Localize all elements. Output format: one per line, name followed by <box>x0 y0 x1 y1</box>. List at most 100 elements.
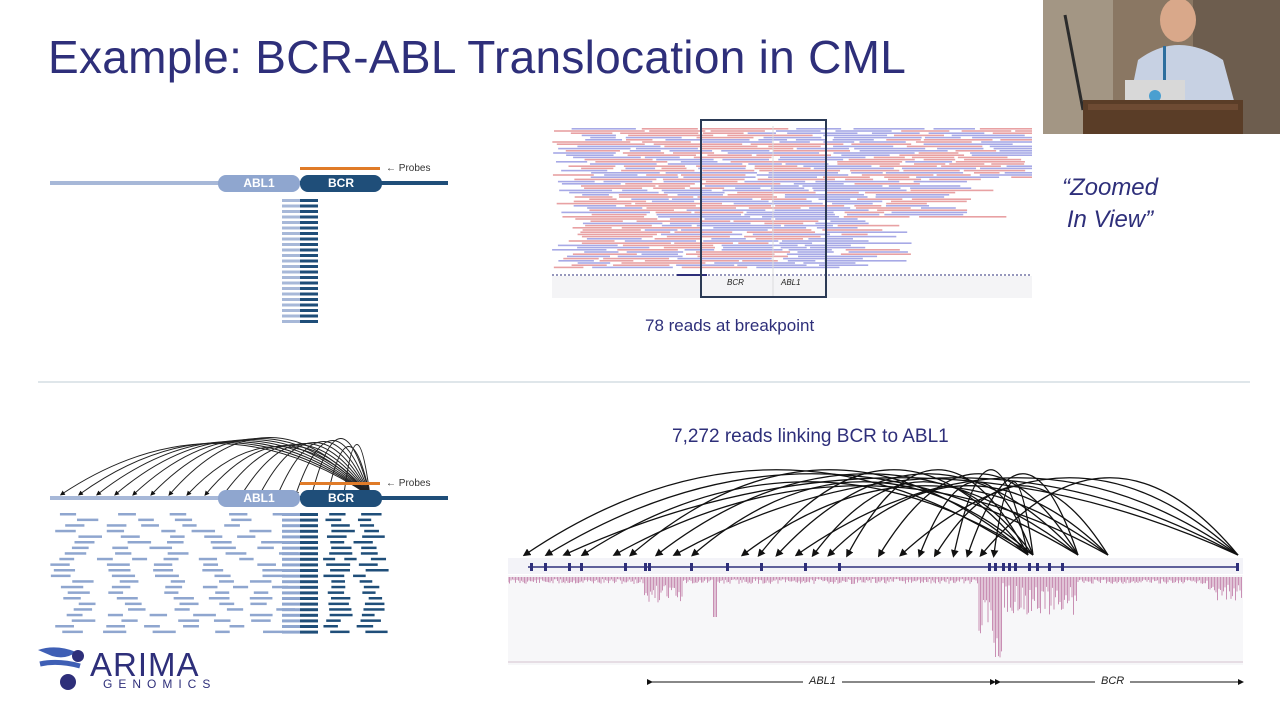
igv-read <box>577 246 650 249</box>
bottom-gene-bcr: BCR <box>300 490 382 507</box>
top-schematic: ABL1 BCR ← Probes <box>50 160 450 325</box>
igv-read <box>735 187 761 189</box>
schematic-read-bcr <box>300 210 318 213</box>
schematic-read-abl1 <box>106 625 126 628</box>
exon-block <box>544 563 547 571</box>
schematic-read-bcr <box>329 613 353 617</box>
schematic-read-bcr <box>300 585 318 589</box>
schematic-read-abl1 <box>76 518 99 522</box>
igv-read <box>886 202 927 205</box>
igv-read <box>713 227 807 229</box>
schematic-read-bcr <box>328 602 349 606</box>
igv-read <box>591 213 647 216</box>
igv-read <box>636 220 731 222</box>
zoom-note-line2: In View” <box>1066 206 1154 233</box>
igv-read <box>957 156 1008 159</box>
igv-read-pileup <box>552 119 1032 298</box>
hic-region-bcr: BCR <box>1095 675 1131 687</box>
igv-read <box>618 196 694 198</box>
igv-read <box>843 216 910 218</box>
schematic-read-abl1 <box>282 513 300 516</box>
igv-read <box>669 222 751 225</box>
schematic-read-bcr <box>364 529 379 533</box>
schematic-read-abl1 <box>71 546 89 550</box>
schematic-read-bcr <box>361 613 375 617</box>
igv-read <box>964 158 1022 161</box>
igv-read <box>754 167 811 170</box>
schematic-read-bcr <box>362 591 376 594</box>
schematic-read-abl1 <box>214 574 231 578</box>
link-arc <box>580 481 1034 557</box>
igv-read <box>558 147 631 150</box>
link-arc <box>990 481 1034 558</box>
igv-read <box>625 136 682 139</box>
presenter-video-feed <box>1043 0 1280 134</box>
igv-read <box>617 255 683 258</box>
igv-read <box>629 150 661 152</box>
igv-read <box>775 218 858 220</box>
schematic-read-abl1 <box>149 546 173 550</box>
igv-read <box>770 187 805 189</box>
igv-read <box>701 205 772 207</box>
schematic-read-bcr <box>323 557 336 561</box>
igv-read <box>759 169 841 172</box>
igv-read <box>558 260 594 262</box>
igv-read <box>557 244 618 247</box>
schematic-read-bcr <box>300 287 318 290</box>
igv-read <box>920 207 956 209</box>
schematic-read-bcr <box>331 585 346 589</box>
igv-read <box>577 262 611 264</box>
schematic-read-bcr <box>300 552 318 556</box>
link-arc <box>654 473 1079 557</box>
igv-read <box>803 262 856 264</box>
schematic-read-bcr <box>363 608 385 611</box>
igv-read <box>552 174 594 176</box>
schematic-read-abl1 <box>210 541 232 544</box>
schematic-read-abl1 <box>231 518 252 522</box>
igv-read <box>621 262 706 264</box>
schematic-read-abl1 <box>261 541 283 544</box>
igv-read <box>604 174 638 176</box>
igv-read <box>662 178 745 181</box>
igv-read <box>721 249 783 251</box>
schematic-read-abl1 <box>272 585 289 589</box>
igv-read <box>972 136 1032 139</box>
schematic-read-abl1 <box>282 585 300 589</box>
section-divider <box>38 381 1250 383</box>
igv-read <box>884 176 910 178</box>
igv-read <box>624 240 697 242</box>
schematic-read-bcr <box>300 309 318 312</box>
link-arc <box>811 481 1034 558</box>
igv-read <box>787 132 858 134</box>
igv-read <box>556 202 632 205</box>
igv-read <box>747 132 777 134</box>
schematic-read-abl1 <box>198 557 218 561</box>
igv-read <box>963 169 1026 172</box>
schematic-read-bcr <box>330 630 350 634</box>
schematic-read-bcr <box>331 529 355 533</box>
igv-read <box>979 128 1032 130</box>
igv-read <box>837 224 900 227</box>
schematic-read-bcr <box>300 265 318 268</box>
igv-read <box>667 163 743 165</box>
igv-read <box>824 260 907 262</box>
igv-read <box>702 169 755 172</box>
igv-read <box>835 130 892 132</box>
schematic-read-bcr <box>300 298 318 301</box>
schematic-read-bcr <box>325 518 342 522</box>
link-arc <box>114 440 371 497</box>
igv-read <box>603 257 670 260</box>
igv-read <box>624 205 696 207</box>
exon-block <box>994 563 997 571</box>
igv-read <box>628 134 714 137</box>
schematic-read-abl1 <box>163 557 179 561</box>
igv-read <box>788 249 832 251</box>
schematic-read-bcr <box>300 535 318 539</box>
schematic-read-abl1 <box>282 221 300 224</box>
schematic-read-bcr <box>370 557 387 561</box>
schematic-read-abl1 <box>55 625 74 628</box>
bottom-gene-abl1: ABL1 <box>218 490 300 507</box>
schematic-read-bcr <box>353 541 373 544</box>
schematic-read-bcr <box>326 535 347 538</box>
igv-read <box>933 128 975 130</box>
